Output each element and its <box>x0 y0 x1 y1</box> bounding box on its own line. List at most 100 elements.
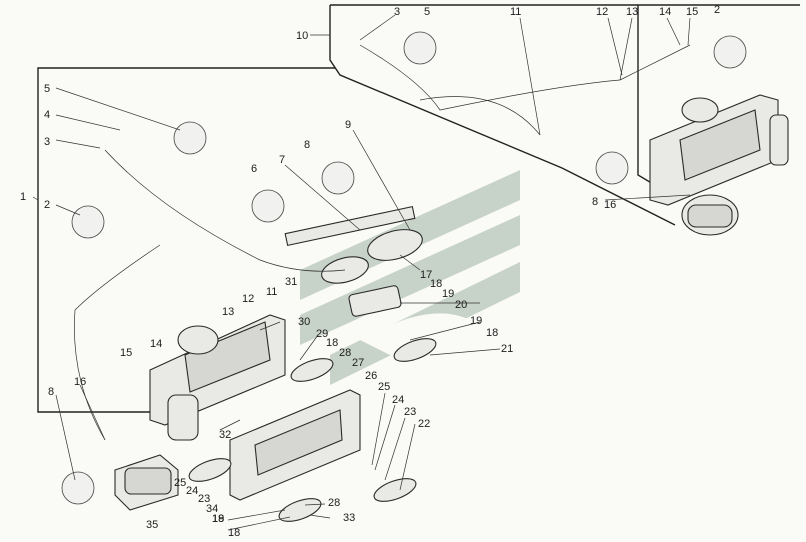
leader <box>55 87 181 131</box>
leader <box>79 384 106 441</box>
leader <box>619 17 633 81</box>
callout-label: 30 <box>298 316 310 328</box>
leader <box>374 404 396 471</box>
callout-label: 28 <box>328 497 340 509</box>
leader <box>429 348 501 356</box>
detail-circle <box>61 471 95 505</box>
detail-circle <box>173 121 207 155</box>
callout-label: 11 <box>266 286 277 298</box>
callout-label: 8 <box>304 139 310 151</box>
top-right-headlamp <box>649 94 789 236</box>
callout-label: 25 <box>378 381 390 393</box>
leader-lines <box>32 14 691 531</box>
callout-label: 4 <box>44 109 50 121</box>
watermark-swoosh <box>360 313 470 360</box>
wire <box>104 149 346 272</box>
callout-label: 9 <box>345 119 351 131</box>
leader <box>607 17 623 76</box>
callout-label: 8 <box>592 196 598 208</box>
callout-label: 2 <box>714 4 720 16</box>
left-frame <box>37 67 335 413</box>
wire <box>619 44 691 81</box>
callout-label: 31 <box>285 276 297 288</box>
callout-labels: 1 2 2 3 3 4 5 5 6 7 8 8 8 9 10 11 11 12 … <box>20 4 720 539</box>
leader <box>399 423 416 491</box>
wiring-harness <box>74 44 691 441</box>
callout-label: 15 <box>120 347 132 359</box>
plate-right <box>393 338 437 362</box>
callout-label: 12 <box>242 293 254 305</box>
fog-lamp-body <box>687 204 733 228</box>
plate-lower-center <box>278 498 322 522</box>
callout-label: 34 <box>206 503 218 515</box>
callout-label: 18 <box>212 513 224 525</box>
detail-circle <box>251 189 285 223</box>
wire <box>359 44 621 111</box>
callout-label: 16 <box>604 199 616 211</box>
leader <box>359 14 396 41</box>
callout-label: 24 <box>392 394 404 406</box>
callout-label: 24 <box>186 485 198 497</box>
leader <box>55 204 81 216</box>
callout-label: 10 <box>296 30 308 42</box>
callout-label: 23 <box>198 493 210 505</box>
side-marker <box>769 114 789 166</box>
callout-label: 19 <box>470 315 482 327</box>
leader <box>399 254 421 271</box>
leader <box>604 194 691 201</box>
callout-label: 11 <box>510 6 521 18</box>
lamp-reflector <box>681 97 719 123</box>
leader <box>219 419 241 431</box>
leader <box>352 129 411 231</box>
lamp-lens <box>679 109 761 181</box>
callout-label: 1 <box>20 191 26 203</box>
leader <box>687 17 691 46</box>
callout-label: 14 <box>150 338 162 350</box>
leader <box>284 164 361 231</box>
wire <box>74 244 161 441</box>
left-headlamp <box>149 314 286 441</box>
callout-label: 28 <box>339 347 351 359</box>
callout-label: 12 <box>596 6 608 18</box>
callout-label: 20 <box>455 299 467 311</box>
callout-label: 19 <box>442 288 454 300</box>
leader <box>55 139 101 149</box>
callout-label: 14 <box>659 6 671 18</box>
callout-label: 18 <box>430 278 442 290</box>
top-frame <box>329 5 676 226</box>
callout-label: 5 <box>424 6 430 18</box>
wire <box>419 96 541 136</box>
lamp-17 <box>367 229 423 261</box>
callout-label: 32 <box>219 429 231 441</box>
callout-label: 6 <box>251 163 257 175</box>
callout-label: 13 <box>222 306 234 318</box>
callout-label: 7 <box>279 154 285 166</box>
callout-label: 15 <box>686 6 698 18</box>
callout-label: 22 <box>418 418 430 430</box>
fog-lamp-lens <box>124 467 172 495</box>
lamp-lens <box>184 321 271 393</box>
leader <box>259 321 281 331</box>
callout-label: 5 <box>44 83 50 95</box>
plate-lower-left <box>188 458 232 482</box>
leader <box>384 417 406 481</box>
callout-label: 18 <box>486 327 498 339</box>
plate-lower-right <box>373 478 417 502</box>
leader <box>227 516 291 531</box>
leader <box>55 394 76 481</box>
callout-label: 17 <box>420 269 432 281</box>
detail-circle <box>321 161 355 195</box>
callout-label: 18 <box>228 527 240 539</box>
callout-label: 3 <box>44 136 50 148</box>
callout-label: 25 <box>174 477 186 489</box>
lamp-reflector <box>177 325 219 355</box>
detail-callouts <box>61 31 747 505</box>
leader <box>32 196 39 201</box>
bracket-20 <box>348 285 402 317</box>
mounting-plates <box>188 338 437 522</box>
callout-label: 27 <box>352 357 364 369</box>
frame-lines <box>37 4 800 413</box>
panel-window <box>254 409 343 476</box>
